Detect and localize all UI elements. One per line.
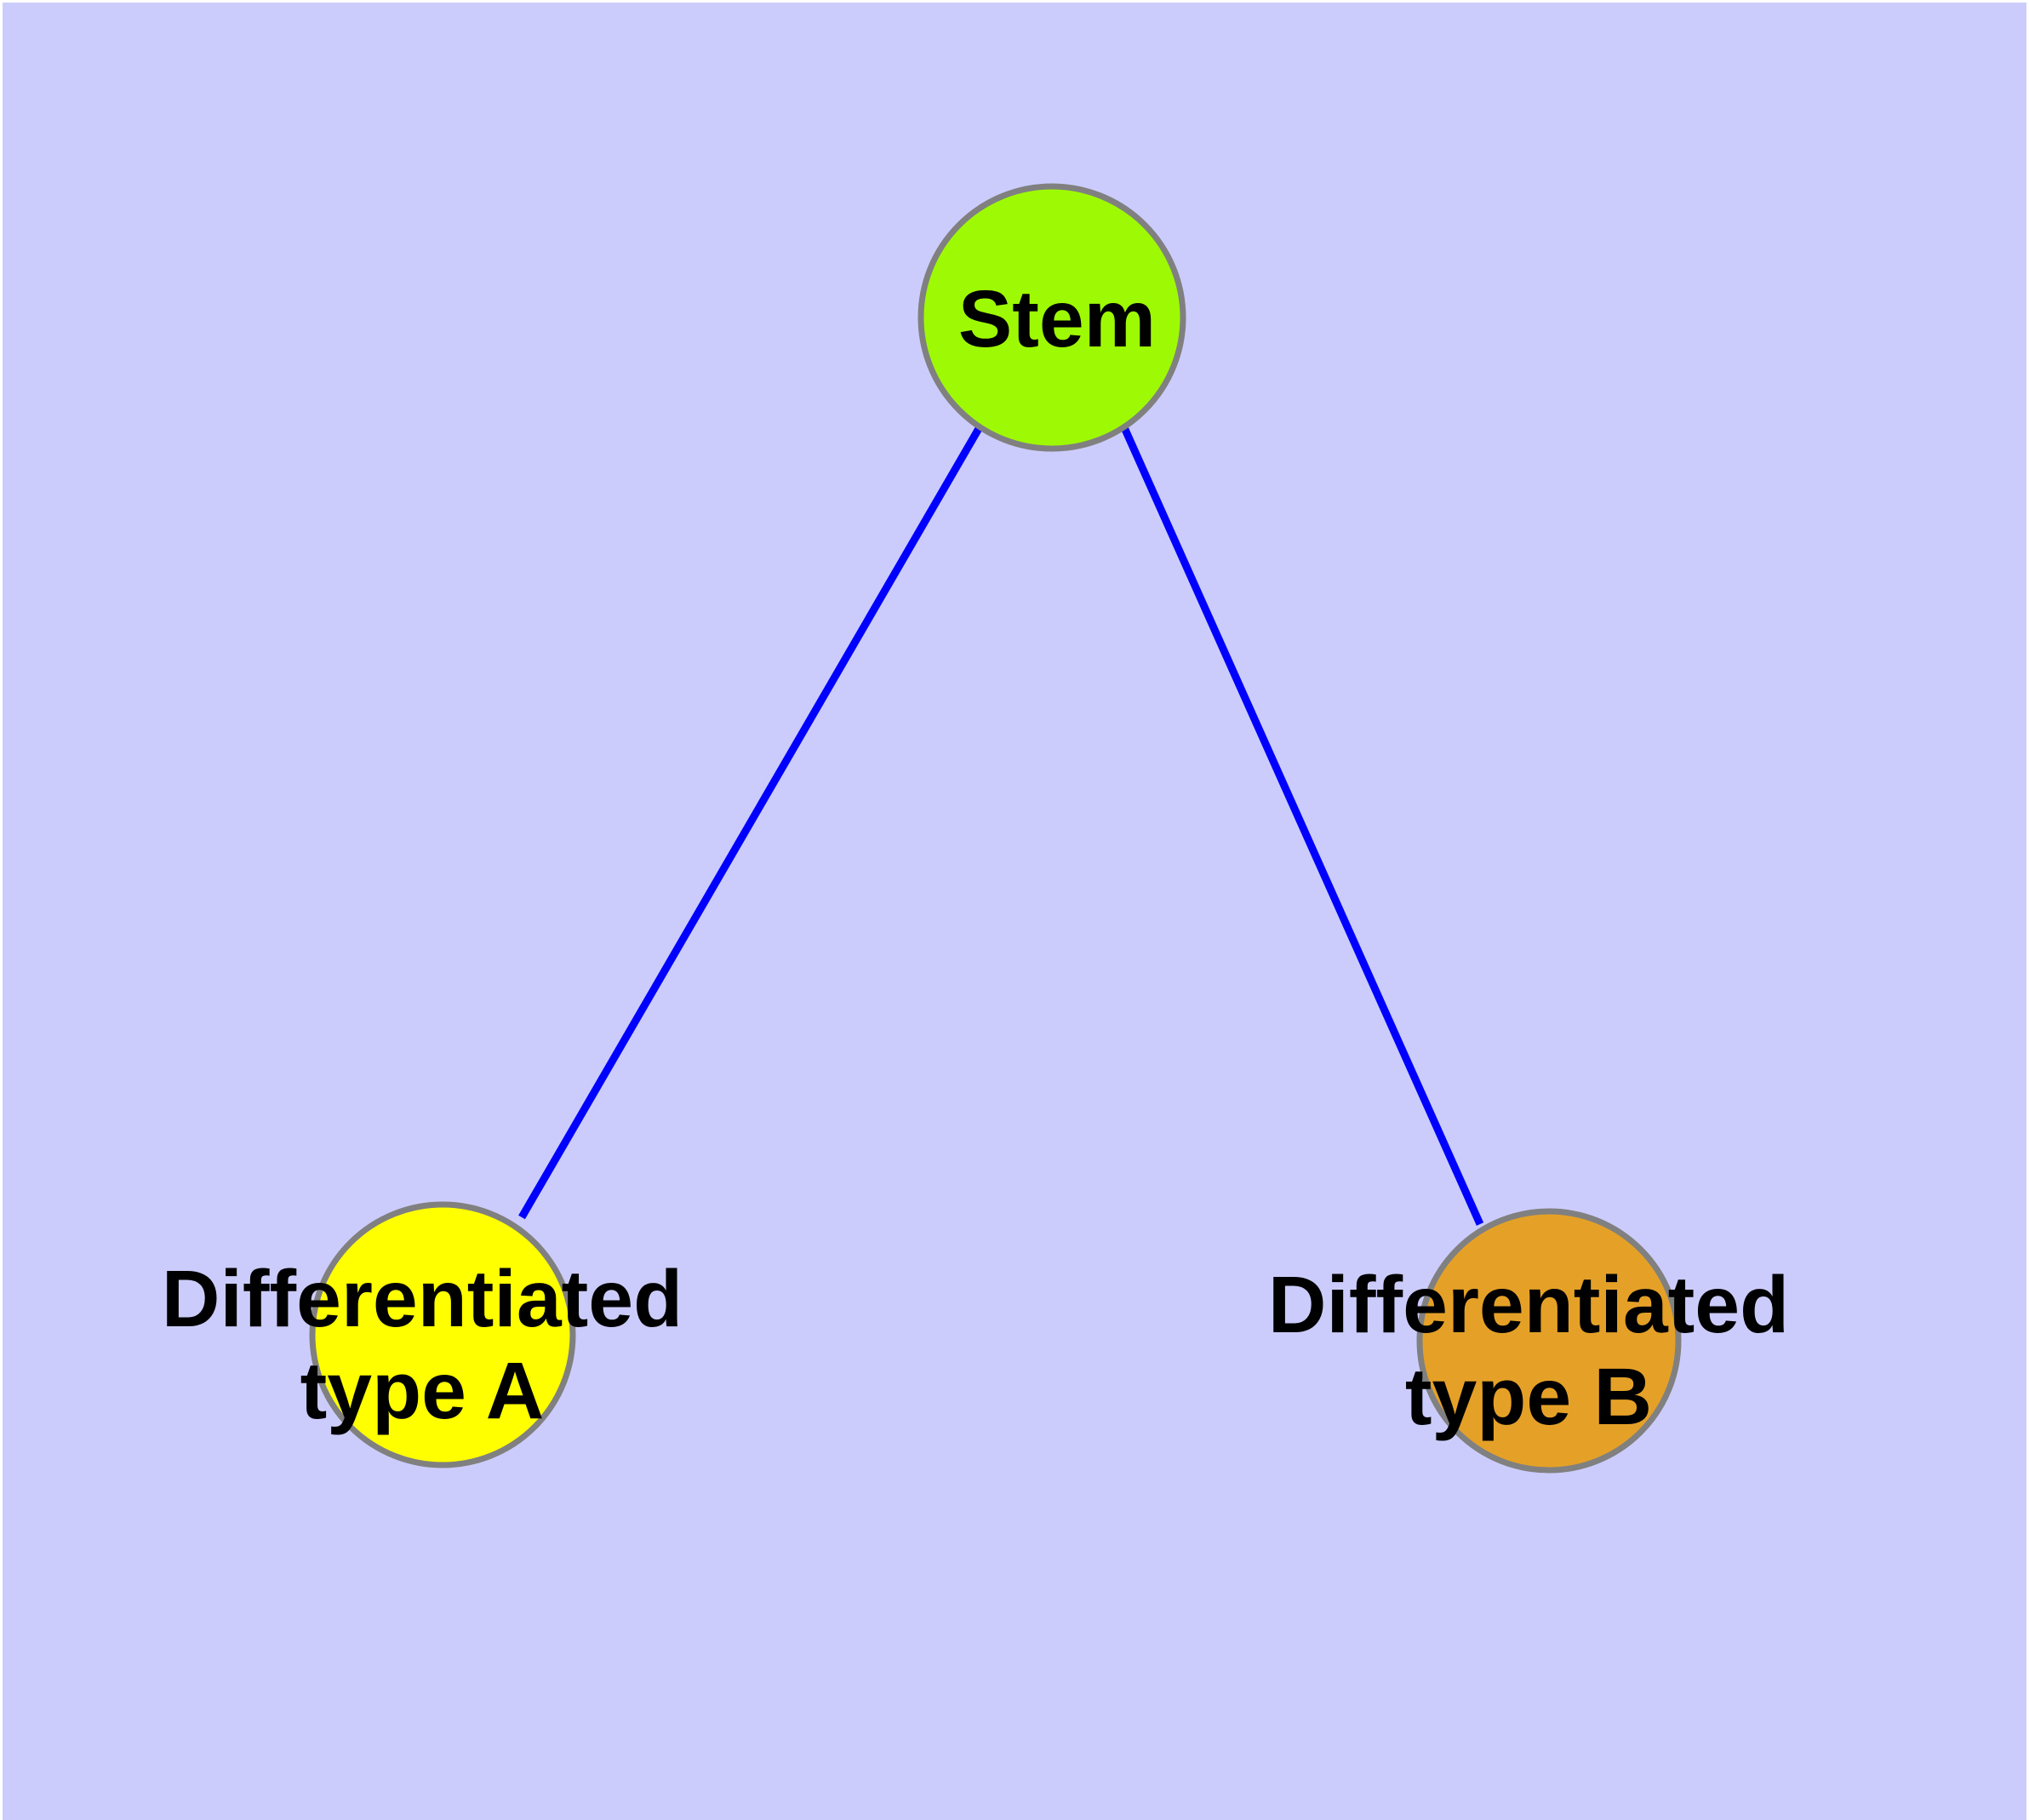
node-stem-circle[interactable]: [917, 183, 1186, 452]
edge-stem-to-diff-a[interactable]: [518, 423, 984, 1220]
node-layer: [309, 183, 1682, 1474]
node-diff-a[interactable]: [309, 1201, 576, 1468]
node-diff-b-circle[interactable]: [1416, 1208, 1682, 1474]
node-diff-a-circle[interactable]: [309, 1201, 576, 1468]
node-stem[interactable]: [917, 183, 1186, 452]
node-diff-b-label-line1: Differentiated: [1268, 1260, 1789, 1350]
node-diff-b-label-line2: type B: [1405, 1352, 1652, 1442]
node-diff-a-label-line1: Differentiated: [162, 1254, 683, 1344]
label-layer: Stem Differentiated type A Differentiate…: [162, 274, 1789, 1442]
edge-stem-to-diff-b[interactable]: [1119, 424, 1484, 1226]
node-diff-a-label-line2: type A: [300, 1346, 545, 1436]
node-stem-label: Stem: [958, 274, 1156, 364]
edge-layer: [518, 423, 1484, 1226]
node-diff-b[interactable]: [1416, 1208, 1682, 1474]
